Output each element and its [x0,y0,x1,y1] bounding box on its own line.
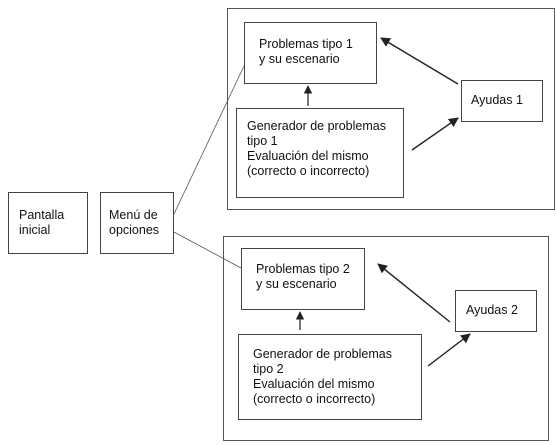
node-ayudas-1: Ayudas 1 [461,80,543,122]
edge-menu-prob2 [173,231,242,269]
edge-gen1-ayu1 [411,117,459,151]
node-problemas-tipo-1: Problemas tipo 1 y su escenario [244,22,377,84]
node-generador-tipo-1: Generador de problemas tipo 1 Evaluación… [236,108,404,198]
group-tipo-1 [227,8,555,210]
edge-ayu2-prob2 [377,263,451,323]
group-tipo-2 [223,236,549,441]
node-generador-tipo-2: Generador de problemas tipo 2 Evaluación… [238,334,422,420]
node-menu-opciones: Menú de opciones [100,192,174,254]
edge-gen2-ayu2 [427,333,471,367]
edge-menu-prob1 [173,65,245,215]
node-ayudas-2: Ayudas 2 [455,290,537,332]
node-pantalla-inicial: Pantalla inicial [8,192,88,254]
edge-ayu1-prob1 [380,37,459,85]
node-problemas-tipo-2: Problemas tipo 2 y su escenario [241,248,365,310]
